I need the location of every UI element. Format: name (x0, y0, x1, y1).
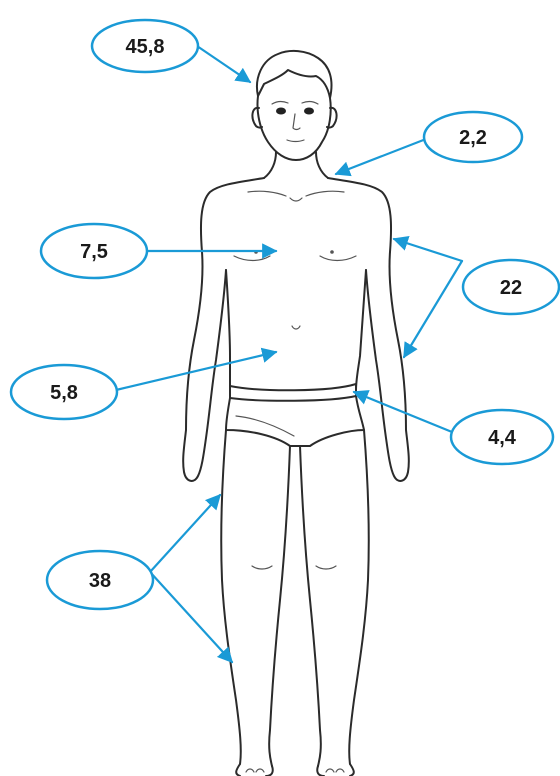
underwear-waistband (230, 384, 356, 401)
callout-abdomen-label: 5,8 (50, 382, 78, 404)
callout-head: 45,8 (92, 20, 198, 72)
leg-left-inner (269, 446, 290, 766)
callout-head-label: 45,8 (126, 36, 165, 58)
callout-abdomen: 5,8 (11, 365, 117, 419)
waist-left (226, 270, 230, 390)
leg-left-outer (221, 430, 241, 764)
eyebrow-right (302, 102, 318, 104)
callout-pelvis-label: 4,4 (488, 427, 517, 449)
arrow-pelvis (354, 392, 452, 432)
callout-neck: 2,2 (424, 112, 522, 162)
mouth (287, 140, 304, 142)
callout-neck-label: 2,2 (459, 127, 487, 149)
neck-left (264, 152, 276, 178)
waist-right (356, 270, 366, 390)
underwear-body (226, 396, 364, 446)
toes-right (326, 769, 344, 772)
leg-right-inner (300, 446, 321, 766)
callout-chest: 7,5 (41, 224, 147, 278)
arrow-legs-lower (150, 572, 232, 662)
arrow-arms-upper (394, 239, 462, 261)
pectoral-left (234, 256, 270, 261)
callout-arms: 22 (463, 260, 559, 314)
callout-pelvis: 4,4 (451, 410, 553, 464)
torso-right-outline (328, 178, 409, 481)
torso-left-outline (183, 178, 264, 481)
arrows (116, 46, 462, 662)
knee-right (316, 566, 336, 569)
eye-right (304, 108, 314, 115)
arrow-head (197, 46, 250, 82)
arrow-legs-upper (150, 495, 220, 572)
callouts: 45,8 2,2 7,5 22 5,8 4,4 (11, 20, 559, 609)
arrow-abdomen (116, 352, 276, 390)
nipple-right (330, 250, 334, 254)
foot-right (317, 764, 354, 776)
eyebrow-left (272, 102, 288, 104)
eye-left (276, 108, 286, 115)
callout-arms-label: 22 (500, 277, 522, 299)
nose (293, 114, 300, 130)
hair (257, 51, 332, 98)
collarbone-right (306, 191, 344, 196)
leg-right-outer (349, 430, 369, 764)
pectoral-right (320, 256, 356, 261)
arrow-arms-lower (404, 261, 462, 357)
sternum-notch (290, 198, 302, 201)
underwear-seam (236, 416, 294, 436)
callout-legs-label: 38 (89, 570, 111, 592)
callout-legs: 38 (47, 551, 153, 609)
neck-right (316, 152, 328, 178)
navel (292, 326, 300, 329)
arrow-neck (336, 139, 426, 174)
knee-left (252, 566, 272, 569)
foot-left (236, 764, 273, 776)
callout-chest-label: 7,5 (80, 241, 108, 263)
head-outline (257, 96, 330, 160)
toes-left (246, 769, 264, 772)
collarbone-left (248, 191, 286, 196)
